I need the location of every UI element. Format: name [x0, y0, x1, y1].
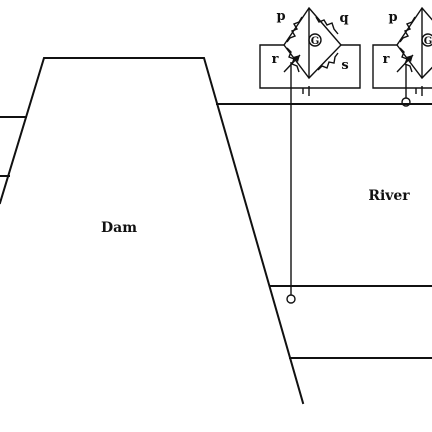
- dam-outline: [0, 57, 305, 405]
- variable-resistor-r: [286, 47, 300, 73]
- bridge-2-resistor-p: [399, 16, 416, 43]
- river: River: [216, 103, 432, 359]
- resistor-p: [286, 16, 303, 43]
- galvanometer-label: G: [311, 36, 320, 47]
- bridge-1-frame: [259, 44, 361, 89]
- bridge-2-label-p: p: [388, 10, 397, 25]
- bridge-2-variable-resistor-r: [399, 47, 413, 73]
- dam-label: Dam: [101, 220, 137, 236]
- sensor-probe-2: [401, 97, 411, 107]
- bridge-2-galvanometer-label: G: [424, 36, 432, 47]
- bridge-1-label-q: q: [339, 11, 348, 26]
- dam: Dam: [0, 57, 305, 405]
- bridge-1-label-s: s: [341, 58, 348, 73]
- resistor-s: [317, 52, 339, 71]
- bridge-2-label-r: r: [383, 52, 390, 67]
- wheatstone-bridge-2: G p r: [372, 6, 432, 107]
- wheatstone-bridge-1: G p q r s: [259, 6, 361, 304]
- resistor-q: [315, 16, 339, 35]
- variable-resistor-arrowhead: [293, 55, 300, 62]
- bridge-1-label-r: r: [272, 52, 279, 67]
- sensor-probe-1: [286, 294, 296, 304]
- river-label: River: [368, 188, 410, 204]
- bridge-1-label-p: p: [276, 9, 285, 24]
- bridge-2-variable-resistor-arrowhead: [406, 55, 413, 62]
- galvanometer-g: [308, 33, 322, 47]
- bridge-2-galvanometer-g: [421, 33, 432, 47]
